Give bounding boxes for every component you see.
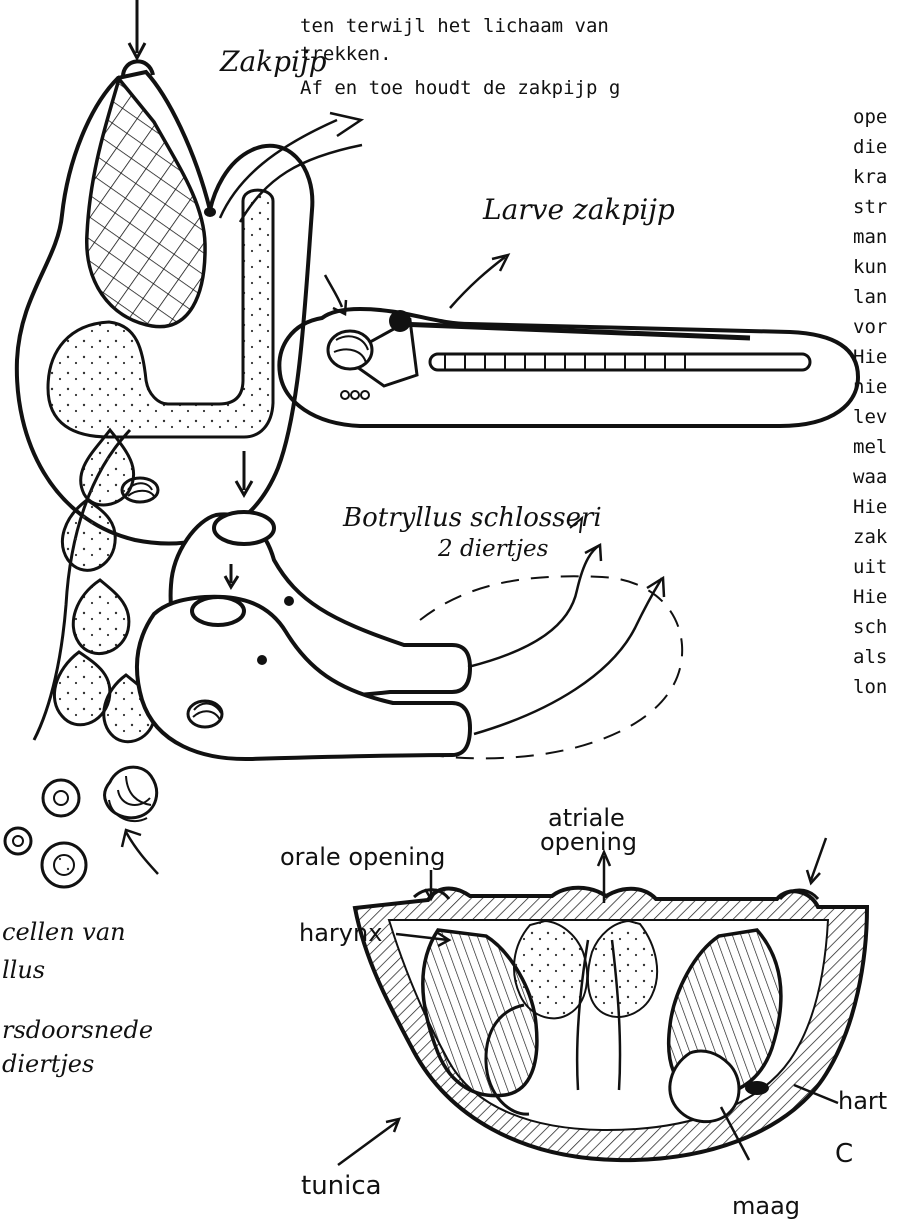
- label-maag: maag: [732, 1192, 800, 1220]
- label-diertjes: diertjes: [2, 1050, 94, 1078]
- label-c: C: [835, 1139, 853, 1169]
- label-tunica: tunica: [301, 1171, 382, 1201]
- cross-section-drawing: [338, 838, 867, 1165]
- label-dwarsdoorsnede: rsdoorsnede: [2, 1016, 153, 1044]
- larva-drawing: [279, 255, 858, 426]
- cells-drawing: [5, 767, 158, 887]
- label-llus: llus: [2, 956, 45, 984]
- label-botryllus: Botryllus schlosseri: [343, 503, 602, 533]
- label-botryllus-sub: 2 diertjes: [438, 536, 548, 562]
- botryllus-drawing: [34, 430, 682, 759]
- label-zakpijp: Zakpijp: [220, 45, 327, 78]
- label-larve-zakpijp: Larve zakpijp: [483, 193, 675, 226]
- label-opening: opening: [540, 828, 637, 856]
- label-farynx: harynx: [299, 919, 382, 947]
- label-orale-opening: orale opening: [280, 843, 445, 871]
- label-hart: hart: [838, 1087, 887, 1115]
- label-cellen: cellen van: [2, 918, 126, 946]
- zakpijp-drawing: [17, 0, 362, 543]
